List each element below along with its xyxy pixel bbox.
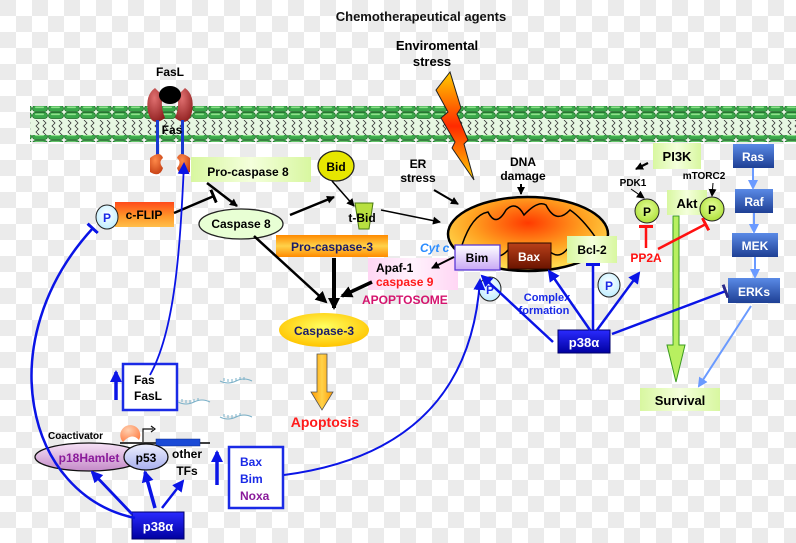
coactivator-label: Coactivator [48, 431, 103, 442]
target-bax-label: Bax [240, 455, 262, 469]
p53-label: p53 [136, 451, 157, 465]
cytc-label: Cyt c [420, 241, 450, 255]
tbid-trapezoid[interactable] [354, 202, 374, 230]
caspase3-node[interactable] [279, 313, 369, 347]
ras-box[interactable] [733, 144, 774, 168]
mapk-arrows [697, 168, 760, 388]
erks-box[interactable] [728, 278, 780, 303]
apoptosis-label: Apoptosis [291, 414, 360, 430]
pro-caspase3-label: Pro-caspase-3 [291, 240, 373, 254]
blue-p38-arrows [30, 162, 730, 520]
apaf1-label: Apaf-1 [376, 261, 414, 275]
dna-damage-label: DNA [510, 155, 536, 169]
survival-box[interactable] [640, 388, 720, 411]
bax-label: Bax [518, 250, 540, 264]
complex-formation-label: Complex [524, 292, 571, 304]
p38-center-label: p38α [569, 335, 599, 350]
phospho-bcl2-label: P [605, 279, 613, 293]
caspase9-label: caspase 9 [376, 275, 434, 289]
pro-caspase8-label: Pro-caspase 8 [207, 165, 289, 179]
pdk1-label: PDK1 [620, 178, 647, 189]
fas-box-label: Fas [134, 373, 155, 387]
survival-label: Survival [655, 393, 706, 408]
bax-box[interactable] [507, 242, 552, 270]
raf-box[interactable] [735, 189, 773, 213]
gene-region [155, 438, 201, 447]
pro-caspase8-box[interactable] [191, 157, 311, 182]
phospho-akt-pdk1-label: P [643, 205, 651, 219]
fasl-label: FasL [156, 65, 184, 79]
transcription-start-icon [142, 428, 153, 442]
coactivator-icon [120, 425, 141, 442]
caspase8-node[interactable] [198, 208, 284, 240]
caspase8-label: Caspase 8 [211, 217, 271, 231]
phospho-akt-mtorc2 [699, 196, 725, 222]
er-stress-label-2: stress [400, 171, 436, 185]
phospho-cflip-label: P [103, 211, 111, 225]
pi3k-label: PI3K [663, 149, 693, 164]
phospho-bcl2 [597, 272, 621, 298]
bid-label: Bid [326, 160, 345, 174]
p38-center-box[interactable] [557, 329, 611, 354]
bcl2-box[interactable] [567, 236, 617, 263]
cflip-label: c-FLIP [126, 208, 163, 222]
phospho-akt-mtorc2-label: P [708, 203, 716, 217]
caspase3-label: Caspase-3 [294, 324, 354, 338]
p18hamlet-label: p18Hamlet [59, 451, 120, 465]
lightning-bolt-icon [435, 70, 475, 181]
fas-fasl-box[interactable] [121, 362, 179, 412]
bid-node[interactable] [317, 150, 355, 182]
apoptosome-label: APOPTOSOME [362, 293, 448, 307]
env-stress-label-2: stress [413, 54, 451, 69]
dna-damage-label-2: damage [500, 169, 546, 183]
target-noxa-label: Noxa [240, 489, 270, 503]
p38-bottom-box[interactable] [131, 511, 185, 540]
cell-membrane [30, 106, 796, 142]
mek-box[interactable] [732, 233, 778, 257]
pi3k-box[interactable] [653, 143, 701, 169]
er-stress-label: ER [410, 157, 427, 171]
cflip-box[interactable] [115, 202, 174, 227]
other-tfs-label: other [172, 447, 202, 461]
proapoptotic-targets-box[interactable] [227, 445, 285, 510]
bcl2-label: Bcl-2 [577, 243, 607, 257]
phospho-cflip [95, 204, 119, 230]
p38-bottom-label: p38α [143, 519, 173, 534]
fasl-box-label: FasL [134, 389, 162, 403]
p53-node[interactable] [123, 443, 169, 471]
apoptosis-arrow [310, 353, 334, 411]
fas-label: Fas [162, 123, 183, 137]
env-stress-label: Enviromental [396, 38, 478, 53]
red-inhibition-lines [639, 217, 711, 251]
phospho-bim-label: P [486, 283, 494, 297]
phospho-akt-pdk1 [634, 198, 660, 224]
pp2a-label: PP2A [630, 251, 662, 265]
bim-label: Bim [466, 251, 489, 265]
mrna-strand-icon [177, 377, 253, 420]
akt-label: Akt [677, 196, 699, 211]
bim-box[interactable] [454, 244, 501, 271]
erks-label: ERKs [738, 285, 770, 299]
tbid-label: t-Bid [348, 211, 375, 225]
target-bim-label: Bim [240, 472, 263, 486]
complex-formation-label-2: formation [519, 305, 570, 317]
mtorc2-label: mTORC2 [683, 171, 726, 182]
other-tfs-label-2: TFs [176, 464, 198, 478]
pro-caspase3-box[interactable] [276, 235, 388, 257]
ras-label: Ras [742, 150, 764, 164]
mek-label: MEK [742, 239, 769, 253]
raf-label: Raf [744, 195, 764, 209]
title-chemotherapeutical-agents: Chemotherapeutical agents [336, 9, 507, 24]
